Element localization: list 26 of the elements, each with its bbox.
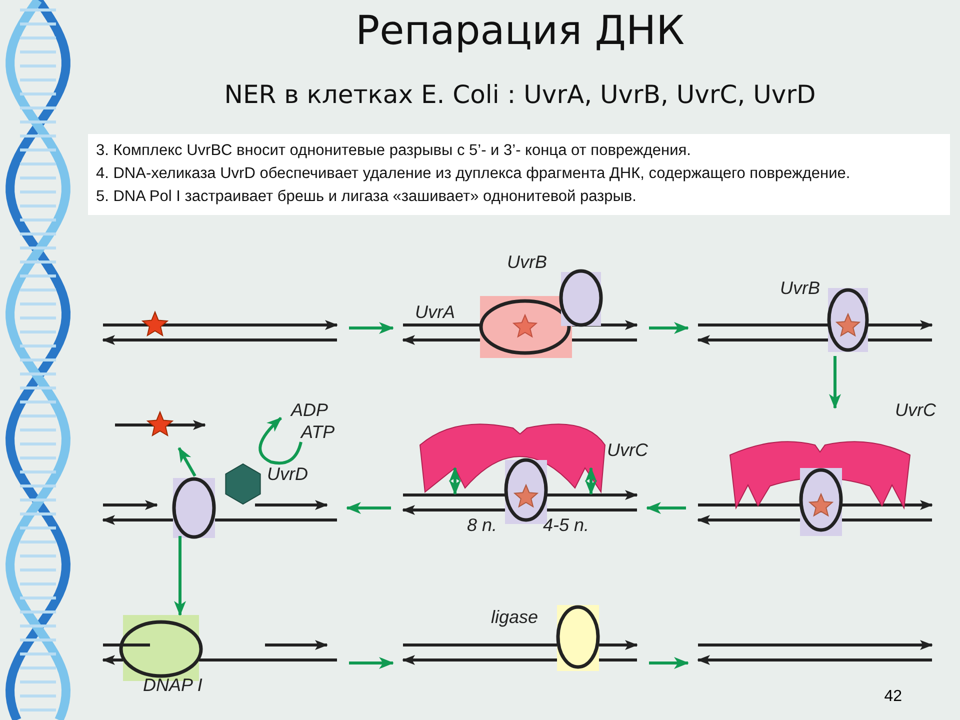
- arrow: [829, 356, 841, 409]
- protein-label: UvrB: [780, 278, 820, 298]
- subtitle: NER в клетках E. Coli : UvrA, UvrB, UvrC, UvrD: [223, 80, 817, 109]
- protein-label: UvrC: [895, 400, 936, 420]
- protein-label: ligase: [491, 607, 538, 627]
- step-text: 4. DNA-хеликаза UvrD обеспечивает удаление из дуплекса фрагмента ДНК, содержащего повреждение.: [96, 164, 852, 184]
- length-label: 4-5 n.: [543, 515, 590, 535]
- protein-label: UvrA: [415, 302, 455, 322]
- protein-label: ADP: [291, 400, 328, 420]
- length-label: 8 n.: [467, 515, 498, 535]
- step-text: 5. DNA Pol I застраивает брешь и лигаза «зашивает» однонитевой разрыв.: [96, 187, 638, 207]
- step-text: 3. Комплекс UvrBC вносит однонитевые разрывы с 5’- и 3’- конца от повреждения.: [96, 141, 692, 161]
- protein-label: UvrD: [267, 464, 308, 484]
- arrow: [649, 322, 689, 334]
- protein-label: ATP: [301, 422, 335, 442]
- arrow: [349, 657, 394, 669]
- protein-label: UvrB: [507, 252, 547, 272]
- arrow: [646, 502, 686, 514]
- protein-label: DNAP I: [143, 675, 202, 695]
- arrow: [346, 502, 391, 514]
- title: Репарация ДНК: [354, 8, 686, 54]
- arrow: [349, 322, 394, 334]
- arrow: [174, 536, 186, 616]
- page-number: 42: [884, 688, 902, 706]
- protein-label: UvrC: [607, 440, 648, 460]
- arrow: [649, 657, 689, 669]
